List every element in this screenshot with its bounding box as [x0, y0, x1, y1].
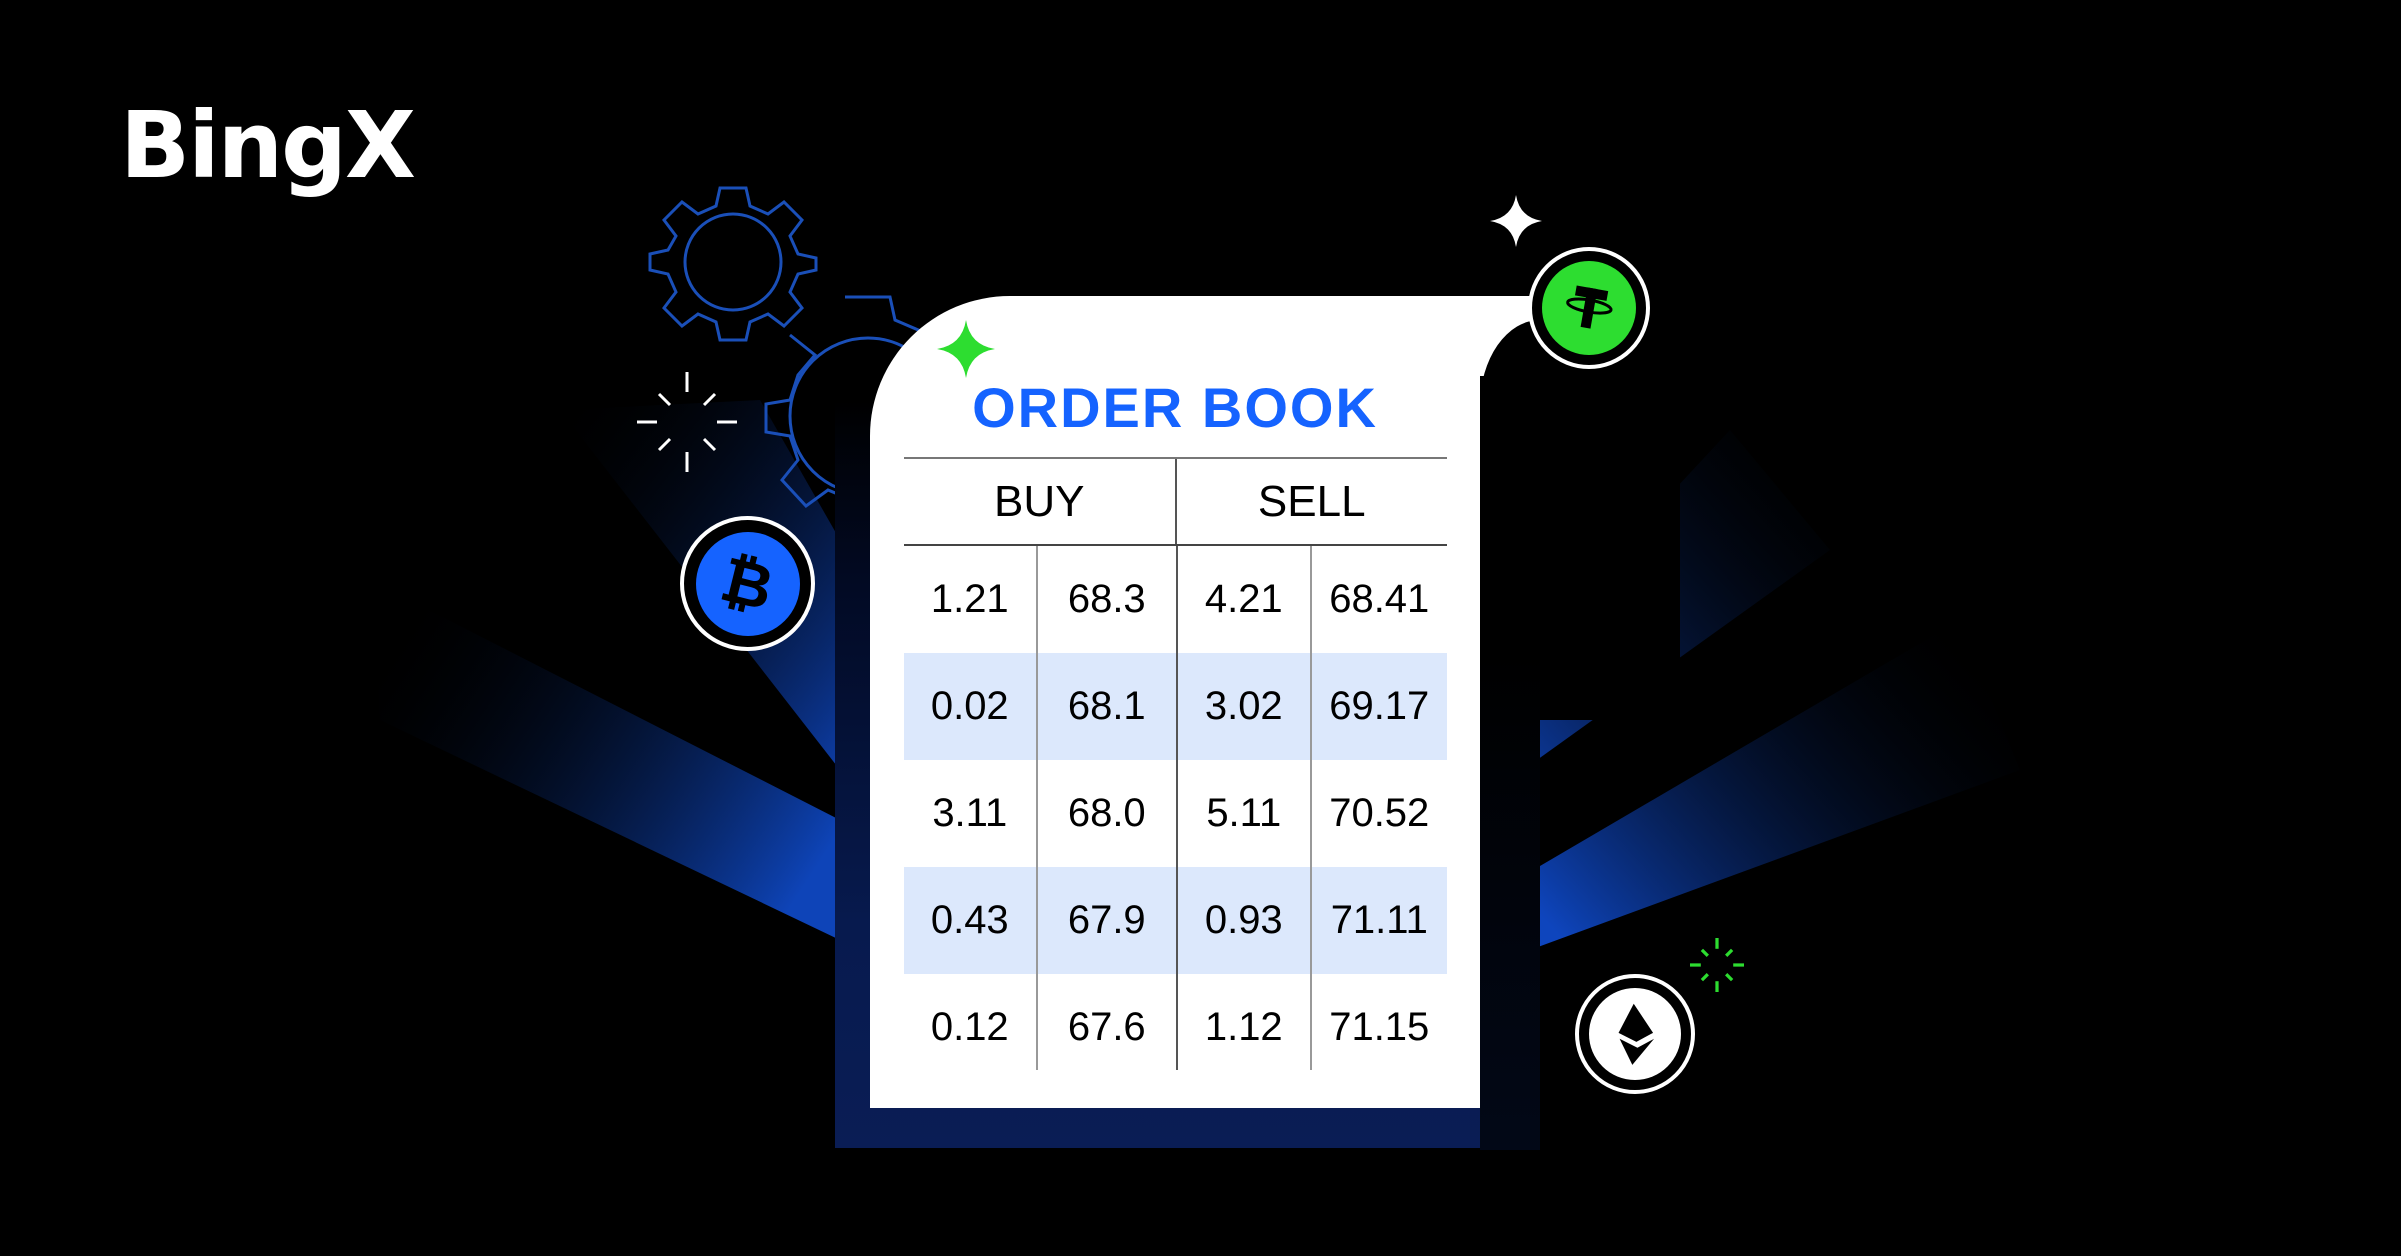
sell-price: 70.52 [1329, 791, 1430, 835]
ethereum-coin [1575, 974, 1695, 1094]
ethereum-coin-icon [1589, 988, 1681, 1080]
buy-price: 67.6 [1038, 974, 1178, 1070]
tether-coin-icon [1542, 261, 1636, 355]
sell-price: 71.11 [1330, 898, 1428, 942]
table-row: 0.43 67.9 0.93 71.11 [904, 867, 1447, 974]
bitcoin-coin: ₿ [680, 516, 815, 651]
buy-qty: 1.21 [904, 546, 1038, 653]
burst-icon [637, 372, 737, 472]
tether-coin [1528, 247, 1650, 369]
sell-qty: 4.21 [1178, 546, 1312, 653]
burst-icon [1690, 938, 1744, 992]
sell-price: 69.17 [1329, 684, 1430, 728]
sell-header: SELL [1257, 477, 1366, 526]
buy-qty: 0.02 [904, 653, 1038, 760]
buy-qty: 0.43 [904, 867, 1038, 974]
order-book-table: BUY SELL 1.21 68.3 4.21 68.41 0.02 68.1 … [904, 457, 1447, 1070]
table-row: 0.12 67.6 1.12 71.15 [904, 974, 1447, 1070]
buy-price: 68.0 [1038, 760, 1178, 867]
buy-price: 68.3 [1038, 546, 1178, 653]
sell-price: 71.15 [1329, 1005, 1430, 1049]
table-header: BUY SELL [904, 457, 1447, 546]
buy-header: BUY [904, 459, 1177, 544]
buy-qty: 0.12 [904, 974, 1038, 1070]
buy-price: 68.1 [1038, 653, 1178, 760]
bingx-logo: BingX [120, 92, 416, 199]
buy-qty: 3.11 [904, 760, 1038, 867]
sell-qty: 3.02 [1178, 653, 1312, 760]
sell-qty: 5.11 [1178, 760, 1312, 867]
sell-qty: 0.93 [1178, 867, 1312, 974]
card-curl-edge [1480, 320, 1540, 1150]
bitcoin-coin-icon: ₿ [695, 531, 800, 636]
sell-price: 68.41 [1329, 577, 1430, 621]
table-row: 0.02 68.1 3.02 69.17 [904, 653, 1447, 760]
table-row: 3.11 68.0 5.11 70.52 [904, 760, 1447, 867]
card-title: ORDER BOOK [972, 376, 1378, 439]
buy-price: 67.9 [1038, 867, 1178, 974]
sparkle-icon [1490, 195, 1542, 247]
sparkle-icon [937, 320, 995, 378]
table-row: 1.21 68.3 4.21 68.41 [904, 546, 1447, 653]
sell-qty: 1.12 [1178, 974, 1312, 1070]
